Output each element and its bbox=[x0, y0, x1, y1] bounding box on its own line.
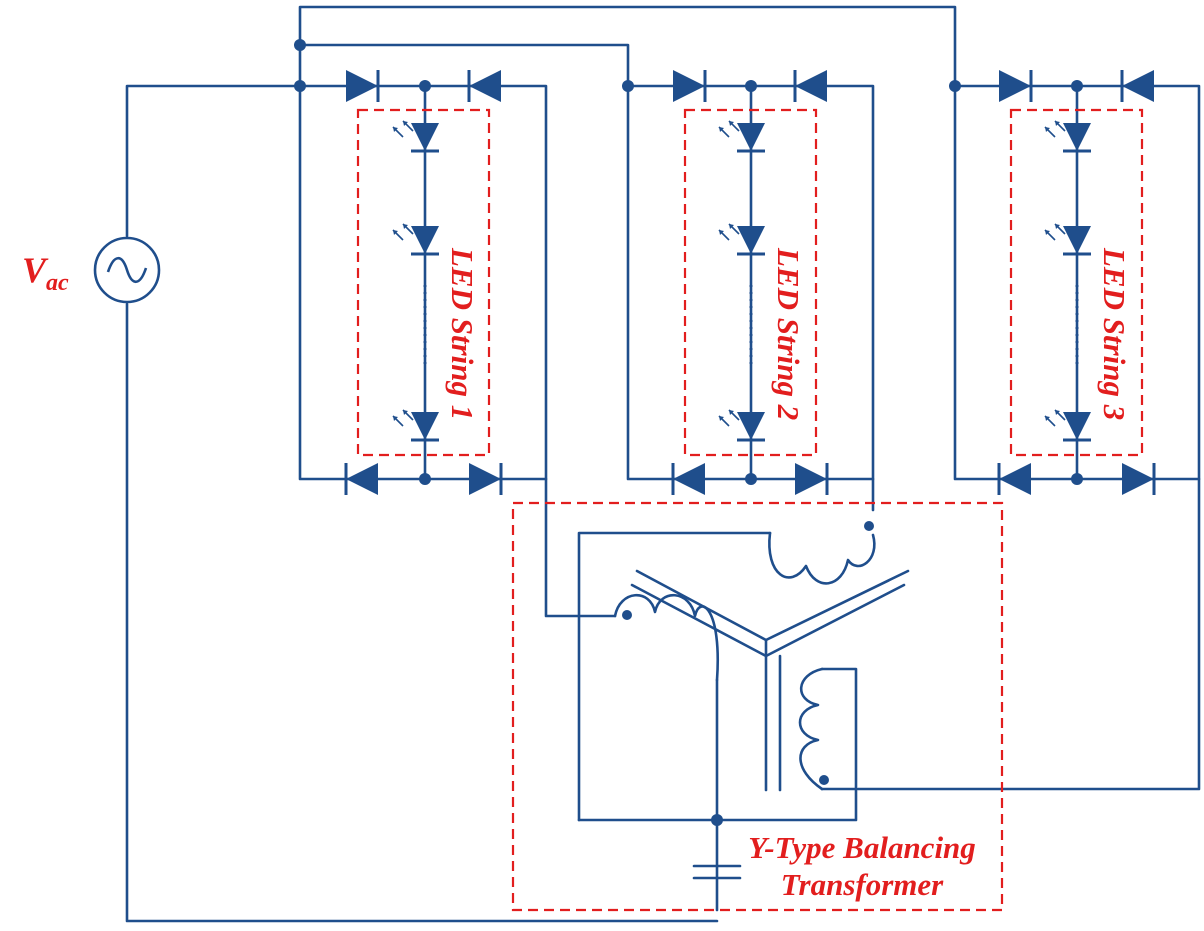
junction-dot bbox=[745, 473, 757, 485]
polarity-dot bbox=[622, 610, 632, 620]
dashed-boxes bbox=[356, 108, 1144, 912]
source-symbol: V bbox=[22, 250, 49, 290]
diode-3-bottom-right bbox=[1122, 463, 1156, 495]
string-3-box bbox=[1009, 108, 1144, 457]
diode-1-bottom-left bbox=[344, 463, 378, 495]
diode-1-top-right bbox=[467, 70, 501, 102]
diode-2-bottom-left bbox=[671, 463, 705, 495]
transformer-box bbox=[511, 501, 1004, 912]
ac-source-icon bbox=[93, 236, 161, 304]
source-label: Vac bbox=[22, 250, 69, 296]
string-2-box bbox=[683, 108, 818, 457]
led-1-2-icon bbox=[392, 223, 439, 256]
circuit-wires bbox=[125, 5, 1201, 923]
transformer-windings bbox=[613, 531, 876, 791]
diode-2-top-left bbox=[673, 70, 707, 102]
led-chain bbox=[392, 120, 1091, 442]
led-2-1-icon bbox=[718, 120, 765, 153]
string-2-label: LED String 2 bbox=[771, 247, 806, 420]
junction-dot bbox=[711, 814, 723, 826]
junction-dot bbox=[949, 80, 961, 92]
string-1-label: LED String 1 bbox=[445, 247, 480, 420]
source-subscript: ac bbox=[46, 270, 69, 296]
string-3-label: LED String 3 bbox=[1097, 247, 1132, 420]
string-1-box bbox=[356, 108, 491, 457]
led-2-2-icon bbox=[718, 223, 765, 256]
diode-1-bottom-right bbox=[469, 463, 503, 495]
led-1-3-icon bbox=[392, 409, 439, 442]
y-core bbox=[630, 569, 910, 792]
diode-3-top-left bbox=[999, 70, 1033, 102]
led-3-2-icon bbox=[1044, 223, 1091, 256]
junction-dot bbox=[294, 39, 306, 51]
junction-dot bbox=[1071, 473, 1083, 485]
diode-3-bottom-left bbox=[997, 463, 1031, 495]
diode-1-top-left bbox=[346, 70, 380, 102]
bridge-diodes bbox=[344, 70, 1156, 495]
led-3-1-icon bbox=[1044, 120, 1091, 153]
junction-dot bbox=[1071, 80, 1083, 92]
polarity-dot bbox=[864, 521, 874, 531]
polarity-dot bbox=[819, 775, 829, 785]
led-3-3-icon bbox=[1044, 409, 1091, 442]
diode-3-top-right bbox=[1120, 70, 1154, 102]
diode-2-bottom-right bbox=[795, 463, 829, 495]
junction-dot bbox=[419, 473, 431, 485]
junction-dot bbox=[419, 80, 431, 92]
junction-dots bbox=[294, 39, 1083, 826]
diode-2-top-right bbox=[793, 70, 827, 102]
junction-dot bbox=[294, 80, 306, 92]
led-1-1-icon bbox=[392, 120, 439, 153]
transformer-label-line1: Y-Type Balancing bbox=[748, 830, 976, 865]
junction-dot bbox=[745, 80, 757, 92]
transformer-label-line2: Transformer bbox=[781, 867, 944, 902]
capacitor-icon bbox=[692, 864, 742, 880]
junction-dot bbox=[622, 80, 634, 92]
led-2-3-icon bbox=[718, 409, 765, 442]
